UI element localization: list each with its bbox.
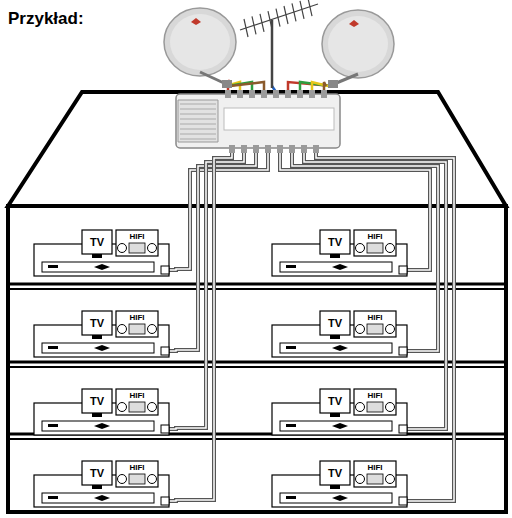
flats — [34, 230, 407, 507]
floor-line — [8, 283, 506, 286]
hifi-label: HIFI — [129, 392, 144, 400]
tv-label: TV — [328, 468, 342, 479]
flat-equipment — [34, 461, 169, 507]
flat-equipment — [34, 389, 169, 435]
tv-label: TV — [90, 468, 104, 479]
tv-label: TV — [328, 237, 342, 248]
flat-equipment — [272, 389, 407, 435]
flat-equipment — [34, 311, 169, 357]
flat-equipment — [272, 230, 407, 276]
hifi-label: HIFI — [129, 233, 144, 241]
hifi-label: HIFI — [129, 464, 144, 472]
hifi-label: HIFI — [367, 392, 382, 400]
tv-label: TV — [328, 396, 342, 407]
cables — [166, 152, 454, 501]
satellite-dish — [322, 10, 394, 88]
terrestrial-antenna — [240, 0, 318, 88]
floor-line — [8, 366, 506, 368]
flat-equipment — [272, 461, 407, 507]
satellite-dish — [164, 8, 236, 88]
flat-equipment — [272, 311, 407, 357]
hifi-label: HIFI — [367, 464, 382, 472]
hifi-label: HIFI — [129, 314, 144, 322]
flat-equipment — [34, 230, 169, 276]
tv-label: TV — [328, 318, 342, 329]
floor-line — [8, 438, 506, 440]
title: Przykład: — [8, 10, 84, 27]
tv-label: TV — [90, 396, 104, 407]
tv-label: TV — [90, 237, 104, 248]
hifi-label: HIFI — [367, 314, 382, 322]
multiswitch — [176, 90, 340, 153]
tv-label: TV — [90, 318, 104, 329]
floor-line — [8, 288, 506, 290]
hifi-label: HIFI — [367, 233, 382, 241]
floor-line — [8, 361, 506, 364]
